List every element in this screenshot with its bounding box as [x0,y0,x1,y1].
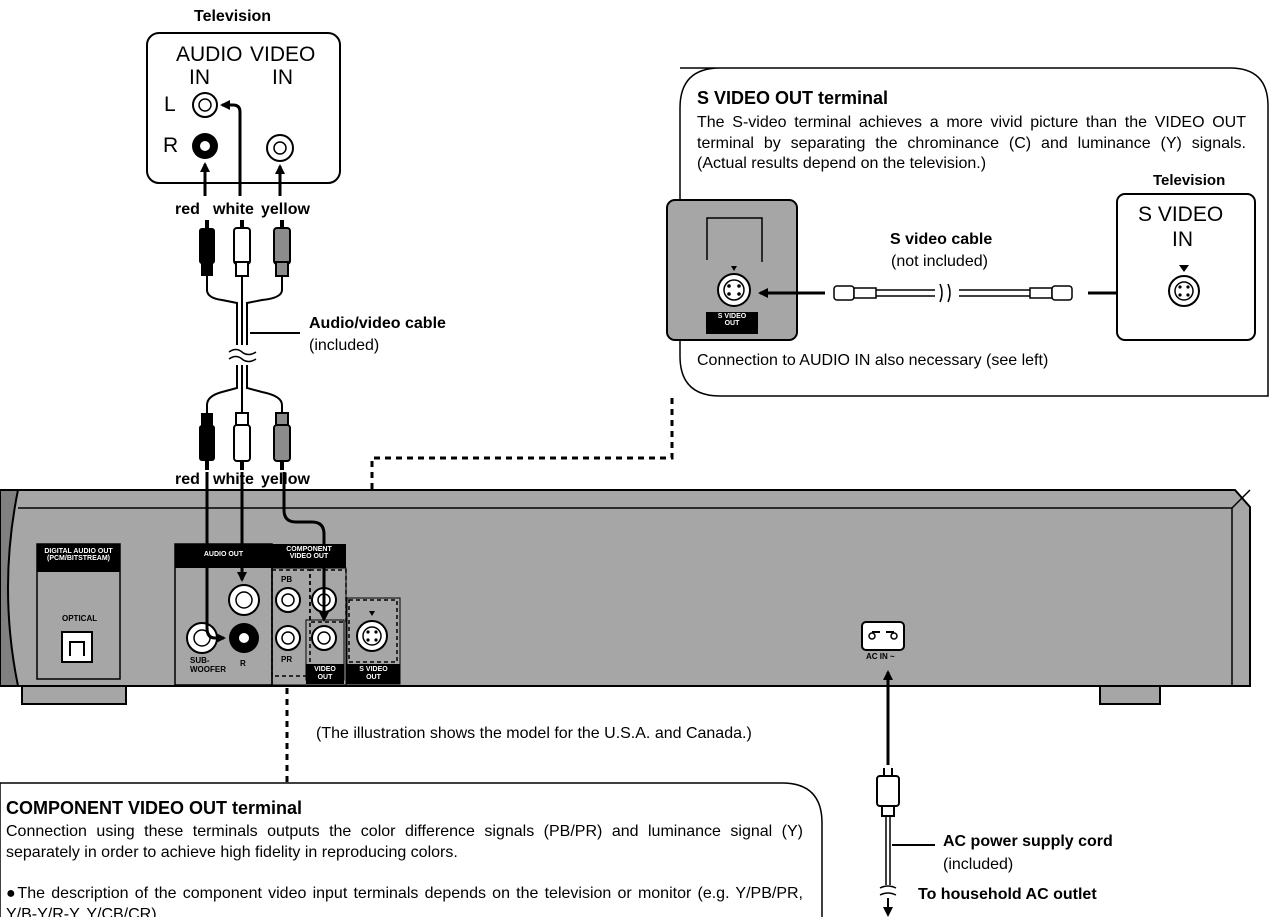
component-callout-box [0,782,823,917]
pr-label: PR [281,655,293,664]
player-jacks [186,584,388,654]
component-box-bullet: ●The description of the component video … [6,885,803,917]
player-rear-panel [0,489,1251,705]
player-input-arrows [205,472,329,643]
ac-cord-note: (included) [943,856,1014,873]
cable-break-mark [228,346,257,364]
video-in-label-line1: VIDEO [250,43,316,66]
ac-in-label: AC IN ~ [866,652,895,661]
svideo-television-panel [1116,193,1256,341]
digital-audio-out-block [36,543,121,680]
av-cable-wires [206,276,283,415]
av-cable-top-plugs [199,220,291,277]
r-label: R [240,659,246,668]
svideo-cable-title: S video cable [890,231,993,248]
tv-title: Television [194,8,272,25]
tv-audio-in-right-jack [192,133,218,159]
cable-yellow-label-bottom: yellow [261,471,310,488]
component-box-title: COMPONENT VIDEO OUT terminal [6,798,303,818]
tv-video-in-jack [266,134,294,162]
cable-red-label-top: red [175,201,200,218]
svideo-tv-in-line2: IN [1172,228,1193,251]
tv-audio-in-left-jack [192,92,218,118]
left-channel-label: L [164,93,176,116]
cable-yellow-label-top: yellow [261,201,310,218]
svideo-player-panel [666,199,798,341]
ac-in-socket [861,621,905,651]
audio-out-label: AUDIO OUT [203,551,244,558]
svideo-box-description: The S-video terminal achieves a more viv… [697,114,1246,172]
audio-component-block [174,543,401,686]
svideo-cable-note: (not included) [891,253,988,270]
optical-label: OPTICAL [62,614,98,623]
digital-audio-out-label: DIGITAL AUDIO OUT(PCM/BITSTREAM) [44,548,113,562]
cable-red-label-bottom: red [175,471,200,488]
svideo-box-footer: Connection to AUDIO IN also necessary (s… [697,352,1049,369]
component-box-description: Connection using these terminals outputs… [6,823,803,861]
right-channel-label: R [163,134,179,157]
tv-input-arrows [200,100,285,196]
ac-cord-title: AC power supply cord [943,833,1113,850]
video-in-label-line2: IN [272,66,293,89]
av-cable-note: (included) [309,337,380,354]
audio-in-label-line1: AUDIO [176,43,243,66]
av-cable-title: Audio/video cable [309,315,446,332]
ac-power-cord [876,670,935,917]
cable-white-label-bottom: white [213,471,254,488]
ac-outlet-label: To household AC outlet [918,886,1097,903]
cable-white-label-top: white [213,201,254,218]
svideo-tv-in-line1: S VIDEO [1138,203,1224,226]
svideo-tv-title: Television [1153,172,1226,189]
audio-in-label-line2: IN [189,66,210,89]
av-cable-bottom-plugs [199,412,291,470]
subwoofer-label: SUB-WOOFER [190,656,226,674]
illustration-note: (The illustration shows the model for th… [316,725,752,742]
svideo-box-title: S VIDEO OUT terminal [697,88,889,108]
pb-label: PB [281,575,293,584]
